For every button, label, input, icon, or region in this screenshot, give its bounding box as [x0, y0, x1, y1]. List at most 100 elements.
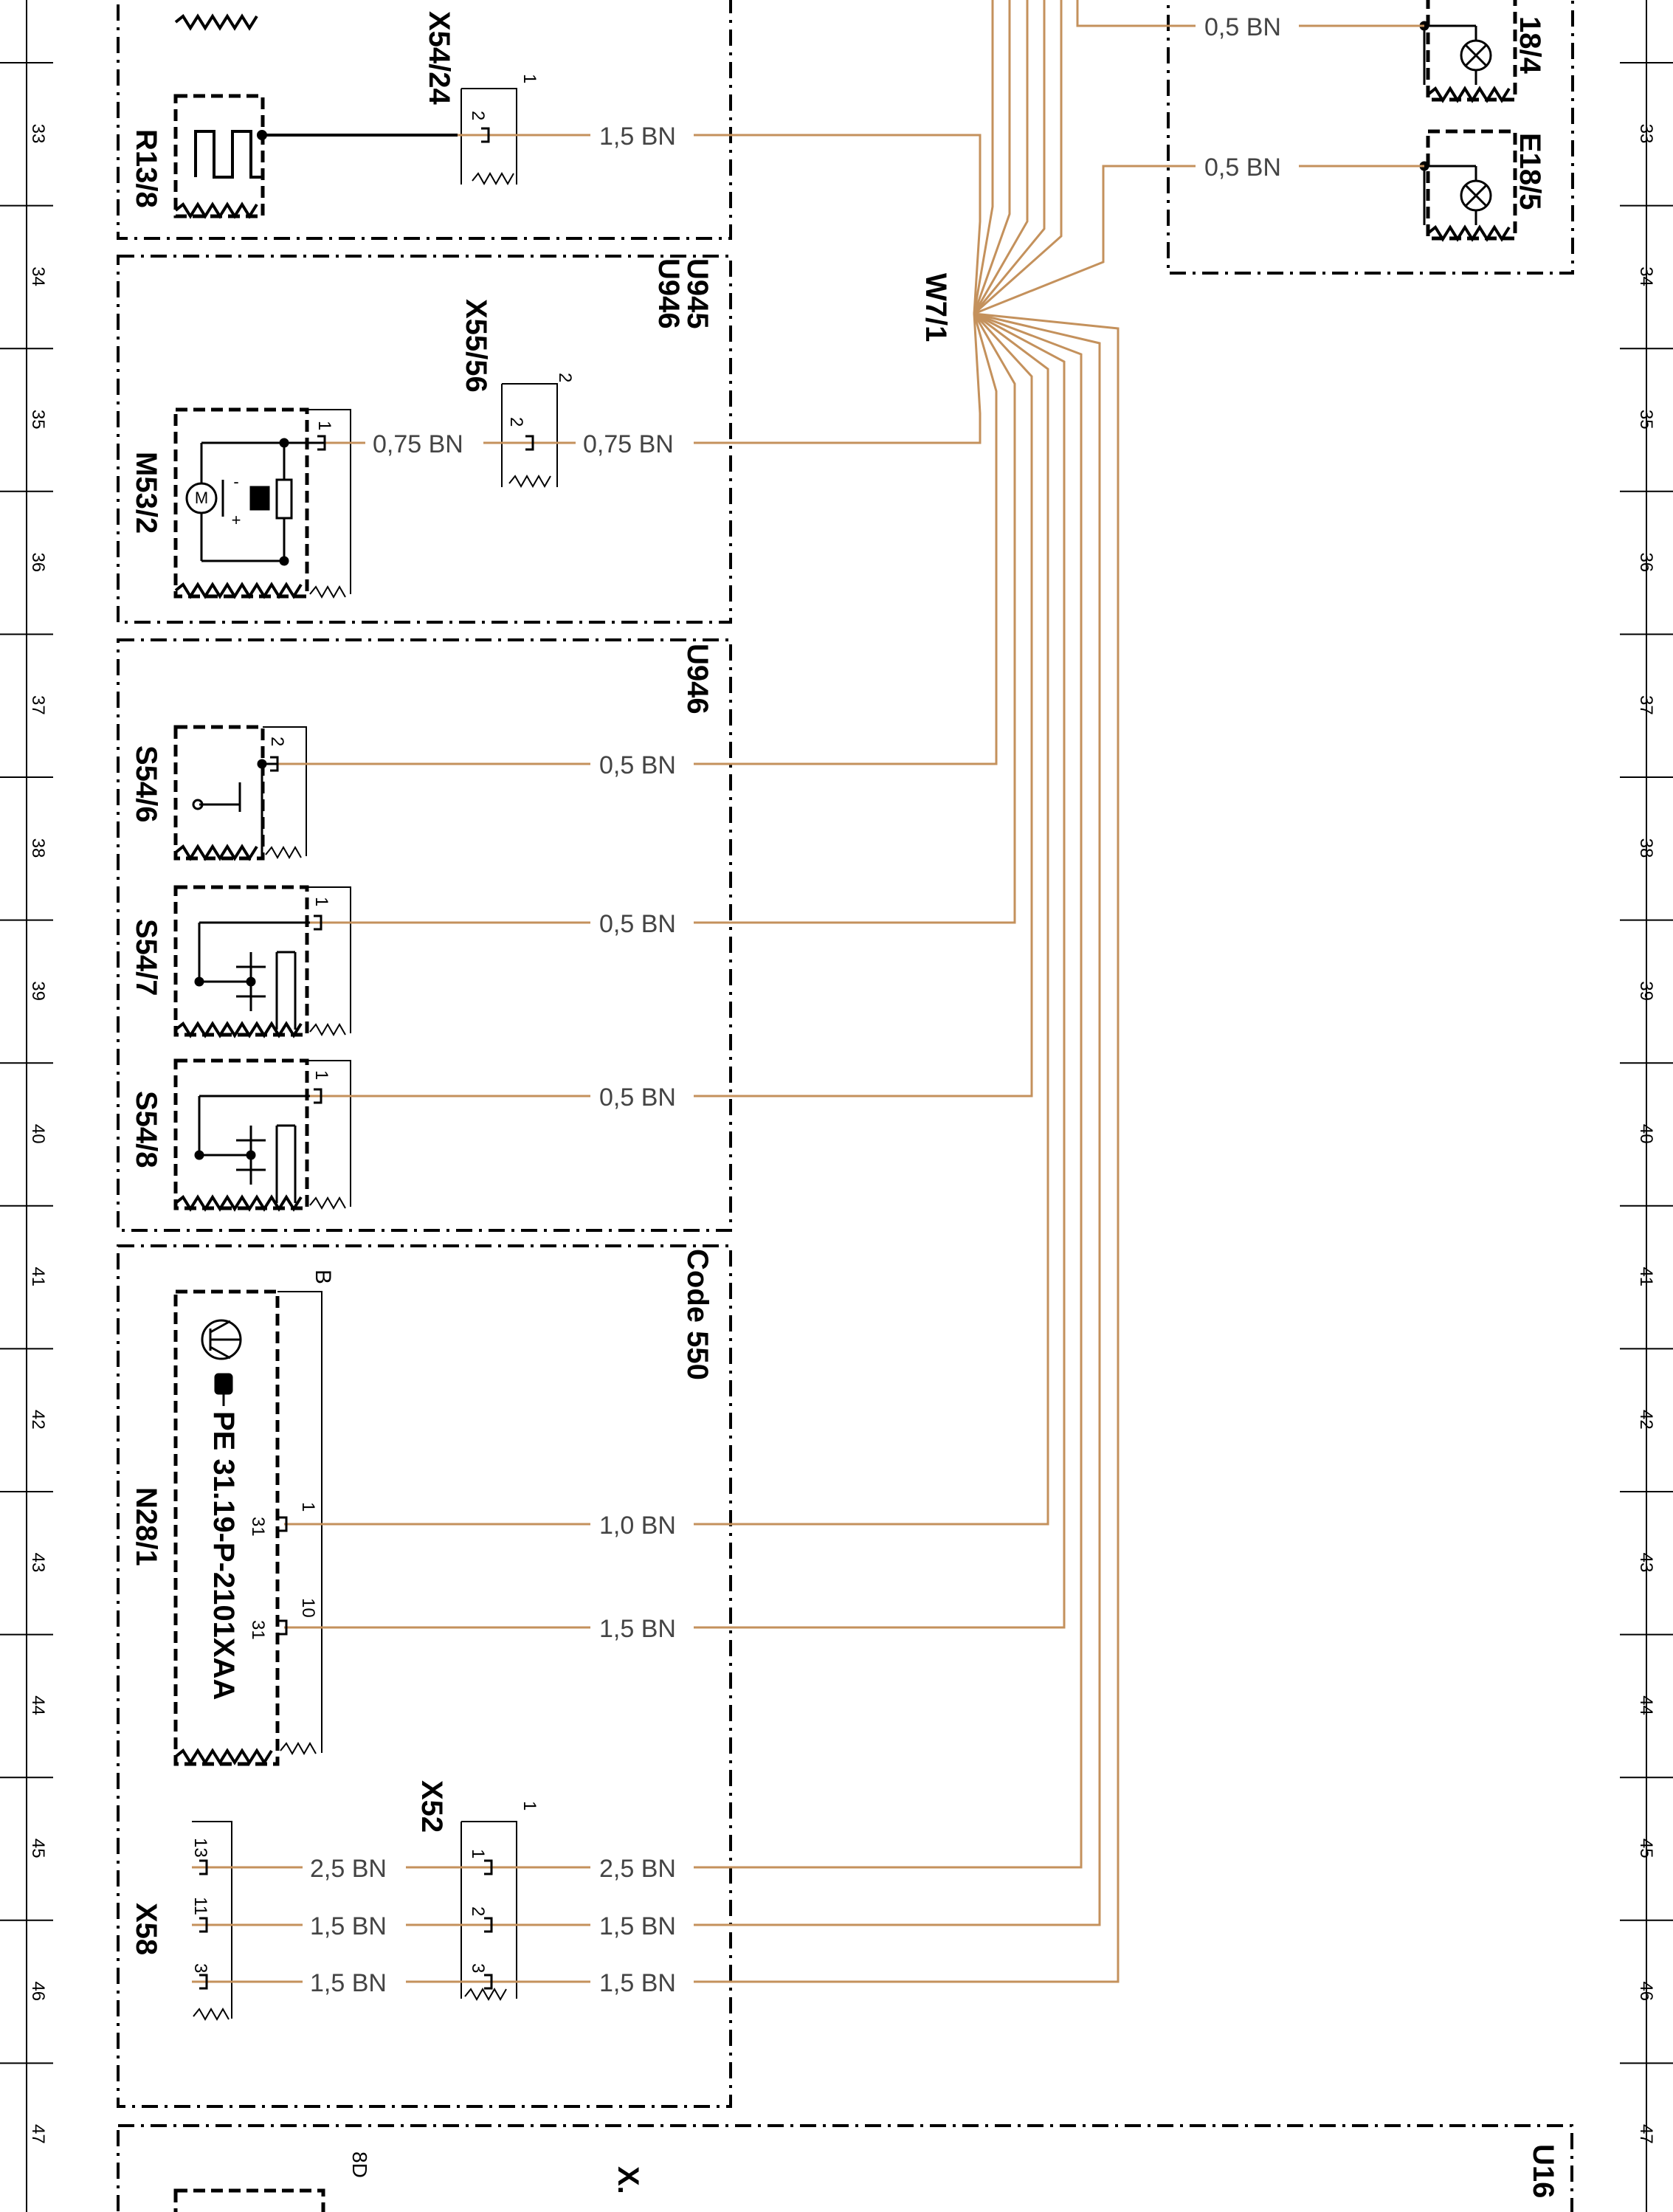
break-s54-8 [174, 1194, 303, 1212]
pin-s54-6-2: 2 [267, 737, 287, 746]
x54-24-housing [460, 88, 517, 185]
wire-label-backgrounds [303, 11, 1299, 1996]
box-r13-8 [117, 0, 732, 240]
motor-minus-label: - [233, 472, 238, 491]
grid-row-label-left: 35 [28, 410, 48, 430]
grid-frame [26, 0, 1647, 2212]
pin-x58-11: 11 [190, 1897, 210, 1915]
s54-7-box [173, 885, 309, 1037]
wire-label-x58-11: 1,5 BN [310, 1912, 387, 1940]
break-top [174, 13, 258, 31]
motor-icon [185, 438, 325, 566]
label-u946-a: U946 [652, 258, 685, 329]
n28-1-transistor-icon [201, 1319, 242, 1360]
label-n28-1: N28/1 [130, 1487, 162, 1566]
pin-x55-2a: 2 [555, 373, 575, 382]
motor-m-label: M [195, 489, 208, 507]
thin-break-marks [193, 171, 551, 2022]
grid-row-label-left: 37 [28, 695, 48, 715]
pe-reference-label: PE 31.19-P-2101XAA [207, 1411, 240, 1700]
label-x52: X52 [415, 1780, 448, 1833]
break-s54-8-h [309, 1196, 346, 1210]
grid-row-label-left: 39 [28, 981, 48, 1001]
break-s54-7-h [309, 1022, 346, 1037]
wire-n28-b [284, 312, 1066, 1629]
break-n28-h [280, 1741, 317, 1756]
label-x58: X58 [130, 1903, 162, 1955]
grid-row-label-right: 33 [1636, 124, 1656, 144]
pointing-hand-icon [214, 1373, 233, 1406]
label-x55-56: X55/56 [460, 299, 492, 393]
grid-row-label-right: 35 [1636, 410, 1656, 430]
break-x52 [464, 1987, 507, 2002]
label-m53-2: M53/2 [130, 452, 162, 534]
wire-label-n28-31a: 1,0 BN [599, 1512, 676, 1540]
wire-label-n28-31b: 1,5 BN [599, 1615, 676, 1643]
pin-n28-31b: 31 [248, 1620, 268, 1640]
wire-m53-2 [325, 313, 982, 444]
label-u16: U16 [1527, 2144, 1559, 2198]
wire-label-m53-b: 0,75 BN [583, 430, 674, 458]
wire-label-s54-7: 0,5 BN [599, 910, 676, 938]
grid-row-label-right: 36 [1636, 552, 1656, 572]
label-s54-6: S54/6 [130, 745, 162, 823]
grid-row-label-left: 40 [28, 1124, 48, 1144]
grid-row-label-right: 42 [1636, 1410, 1656, 1430]
box-u945-u946 [117, 255, 732, 624]
grid-row-label-right: 34 [1636, 266, 1656, 286]
grid-row-label-right: 45 [1636, 1839, 1656, 1858]
grid-row-label-left: 41 [28, 1267, 48, 1286]
s54-8-housing [307, 1060, 351, 1207]
pin-numbers: 1 2 1 2 2 2 1 1 B 1 31 10 31 1 1 2 3 13 … [190, 74, 575, 2178]
wire-labels: 0,5 BN 0,5 BN 1,5 BN 0,75 BN 0,75 BN 0,5… [310, 13, 1281, 1997]
wire-r13-8 [458, 134, 982, 314]
grid-row-label-left: 33 [28, 124, 48, 144]
pin-x-8d: 8D [348, 2151, 371, 2178]
label-code-550: Code 550 [681, 1249, 714, 1380]
s54-6-housing [263, 726, 307, 856]
grid-row-label-left: 46 [28, 1981, 48, 2001]
group-labels: U945 U946 U946 Code 550 U16 [652, 258, 1559, 2198]
wire-up-1 [973, 0, 994, 314]
pin-n28-b: B [311, 1269, 335, 1284]
break-s54-6-h [265, 845, 302, 860]
s54-7-switch-icon [194, 921, 310, 1030]
grid-row-label-left: 45 [28, 1839, 48, 1858]
group-boxes [117, 0, 1574, 2212]
pin-n28-1: 1 [298, 1502, 318, 1512]
grid-row-label-left: 43 [28, 1553, 48, 1573]
pin-n28-31a: 31 [248, 1517, 268, 1537]
label-s54-8: S54/8 [130, 1091, 162, 1168]
grid-row-label-right: 37 [1636, 695, 1656, 715]
grid-row-label-left: 34 [28, 266, 48, 286]
s54-6-box [173, 725, 265, 861]
wire-x52-2 [192, 312, 1101, 1926]
pin-x55-2b: 2 [506, 417, 526, 427]
wire-s54-6 [277, 313, 998, 765]
wire-s54-7 [310, 313, 1016, 924]
connector-housings [192, 88, 558, 2019]
wire-label-x52-2: 1,5 BN [599, 1912, 676, 1940]
grid-row-label-left: 44 [28, 1695, 48, 1715]
grid-row-label-left: 47 [28, 2124, 48, 2144]
x55-56-housing [501, 383, 558, 487]
pin-x54-2: 2 [468, 111, 488, 120]
break-m53-h [309, 585, 346, 599]
wire-label-m53-a: 0,75 BN [373, 430, 463, 458]
label-harness-w7-1: W7/1 [920, 273, 952, 342]
lamp-e18-5-icon [1419, 161, 1492, 225]
connector-pins [199, 127, 534, 1990]
lamp-e18-4-icon [1419, 21, 1492, 85]
s54-8-box [173, 1058, 309, 1210]
label-u945: U945 [681, 258, 714, 329]
label-e18-4: 18/4 [1514, 16, 1546, 75]
break-marks [174, 13, 1511, 1765]
wire-e18-5 [973, 165, 1424, 315]
pin-x52-2: 2 [468, 1906, 488, 1916]
wire-label-x52-1: 2,5 BN [599, 1855, 676, 1883]
grid-row-label-right: 38 [1636, 838, 1656, 858]
wire-up-4 [973, 0, 1046, 314]
grid-row-label-right: 40 [1636, 1124, 1656, 1144]
